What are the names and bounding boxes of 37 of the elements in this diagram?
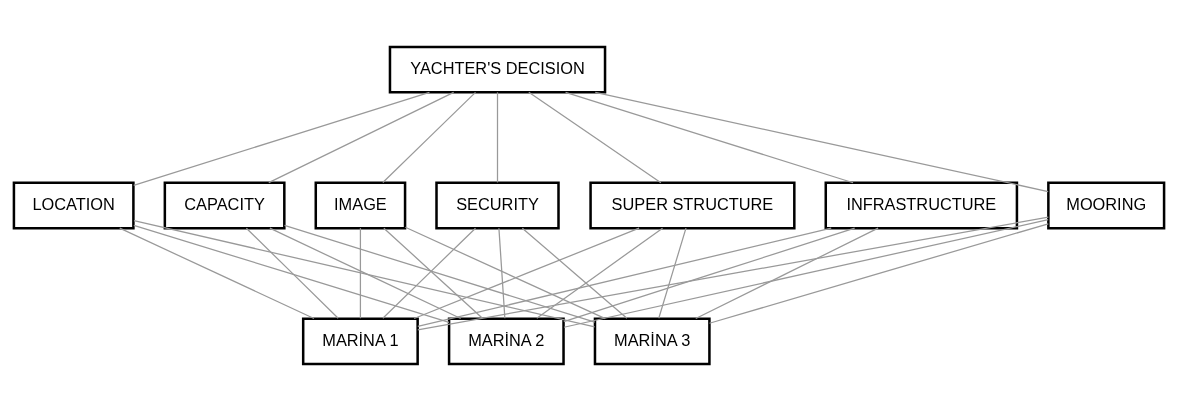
connector <box>404 226 606 319</box>
connector <box>496 91 499 183</box>
node-box: IMAGE <box>314 181 407 229</box>
connector <box>594 91 1049 192</box>
connector <box>133 219 596 327</box>
connector <box>708 222 1049 324</box>
connector <box>133 91 431 186</box>
connector <box>417 227 832 327</box>
node-box: YACHTER'S DECISION <box>388 45 607 94</box>
node-box: INFRASTRUCTURE <box>824 181 1019 229</box>
connector <box>359 227 362 319</box>
node-box: MARİNA 3 <box>593 316 711 365</box>
node-box: MOORING <box>1047 181 1166 229</box>
connector <box>498 227 506 319</box>
node-box: SECURITY <box>435 181 560 229</box>
connector <box>413 227 640 319</box>
node-box: SUPER STRUCTURE <box>589 181 796 229</box>
connector <box>269 227 462 319</box>
connector <box>564 91 854 183</box>
connector <box>528 91 662 183</box>
node-box: CAPACITY <box>163 181 286 229</box>
node-box: MARİNA 2 <box>447 316 565 365</box>
connector <box>268 91 455 183</box>
node-box: MARİNA 1 <box>301 316 419 365</box>
connector <box>283 224 596 323</box>
connector <box>695 227 879 319</box>
connector <box>536 227 664 319</box>
connector <box>133 224 450 323</box>
connector <box>658 227 687 319</box>
connector <box>563 218 1049 328</box>
connector <box>119 227 315 319</box>
connector <box>563 227 856 322</box>
node-box: LOCATION <box>12 181 135 229</box>
connector <box>417 216 1049 330</box>
connector <box>382 91 477 183</box>
connector <box>245 227 339 319</box>
connector <box>521 227 628 319</box>
